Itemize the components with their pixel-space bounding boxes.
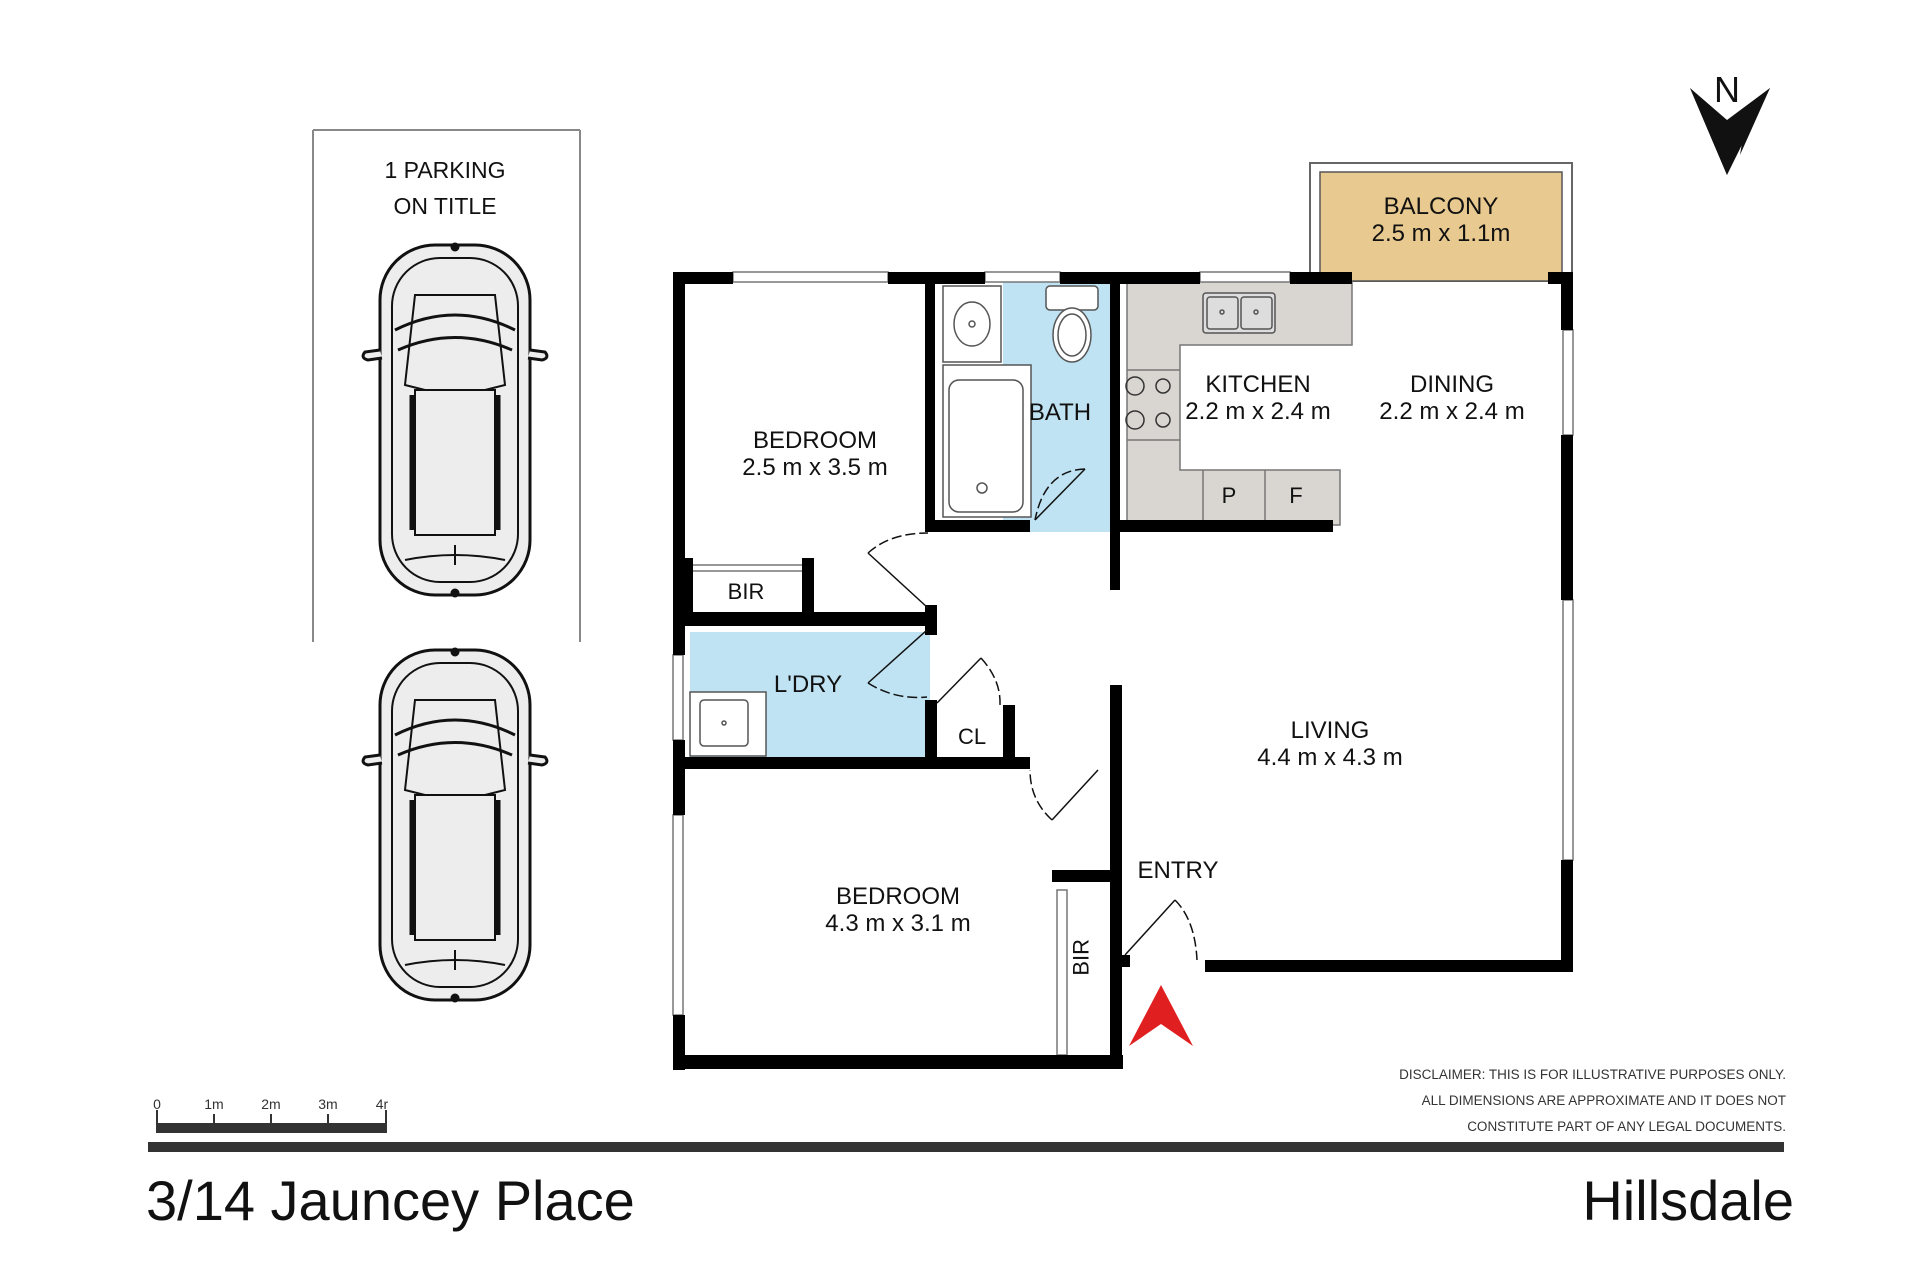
scale-tick-label: 3m (318, 1096, 338, 1112)
car-icon (361, 242, 549, 598)
compass-label: N (1714, 69, 1740, 110)
room-kitchen: KITCHEN 2.2 m x 2.4 m (1185, 371, 1331, 426)
room-living: LIVING 4.4 m x 4.3 m (1257, 717, 1403, 772)
room-laundry: L'DRY (773, 671, 843, 699)
room-name: BEDROOM (835, 883, 961, 910)
label-bir-1: BIR (727, 579, 765, 604)
scale-tick-label: 4r (375, 1096, 389, 1112)
room-bedroom-2: BEDROOM 4.3 m x 3.1 m (825, 883, 971, 938)
laundry-tub-icon (689, 691, 767, 757)
north-arrow-icon (1690, 88, 1770, 175)
cooktop-icon (1125, 376, 1171, 430)
kitchen-sink-icon (1202, 292, 1276, 334)
room-dining: DINING 2.2 m x 2.4 m (1379, 371, 1525, 426)
room-dims: 2.5 m x 1.1m (1371, 219, 1511, 247)
scale-tick-label: 0 (153, 1096, 161, 1112)
footer-rule (148, 1142, 1784, 1152)
scale-bar (156, 1110, 387, 1133)
label-bir-2: BIR (1068, 938, 1094, 976)
room-name: BALCONY (1383, 193, 1499, 220)
room-balcony: BALCONY 2.5 m x 1.1m (1371, 193, 1511, 248)
room-dims: 4.4 m x 4.3 m (1257, 743, 1403, 771)
property-suburb: Hillsdale (1582, 1169, 1794, 1232)
room-name: BATH (1028, 399, 1092, 426)
room-dims: 2.2 m x 2.4 m (1185, 397, 1331, 425)
room-dims: 2.2 m x 2.4 m (1379, 397, 1525, 425)
scale-tick-label: 2m (261, 1096, 281, 1112)
disclaimer-line: ALL DIMENSIONS ARE APPROXIMATE AND IT DO… (1421, 1093, 1786, 1108)
entry-arrow-icon (1129, 985, 1193, 1046)
room-name: ENTRY (1137, 857, 1219, 884)
parking-line1: 1 PARKING (384, 157, 506, 183)
label-cl: CL (957, 724, 987, 749)
walls (673, 272, 1573, 1070)
label-fridge: F (1289, 483, 1303, 508)
room-name: KITCHEN (1205, 371, 1311, 398)
disclaimer: DISCLAIMER: THIS IS FOR ILLUSTRATIVE PUR… (1399, 1062, 1786, 1140)
room-entry: ENTRY (1137, 857, 1219, 885)
scale-tick-label: 1m (204, 1096, 224, 1112)
disclaimer-line: DISCLAIMER: THIS IS FOR ILLUSTRATIVE PUR… (1399, 1067, 1786, 1082)
room-name: BEDROOM (752, 427, 878, 454)
room-name: L'DRY (773, 671, 843, 698)
label-pantry: P (1221, 483, 1237, 508)
room-dims: 2.5 m x 3.5 m (742, 453, 888, 481)
room-bath: BATH (1028, 399, 1092, 427)
property-address: 3/14 Jauncey Place (146, 1169, 635, 1232)
room-name: LIVING (1290, 717, 1370, 744)
room-dims: 4.3 m x 3.1 m (825, 909, 971, 937)
room-bedroom-1: BEDROOM 2.5 m x 3.5 m (742, 427, 888, 482)
parking-label: 1 PARKING ON TITLE (310, 152, 580, 224)
windows (672, 271, 1574, 1056)
parking-line2: ON TITLE (393, 193, 497, 219)
balcony-fill (1319, 171, 1563, 282)
doors (867, 468, 1198, 961)
bath-fixtures (942, 285, 1099, 518)
parking-bay (312, 129, 581, 642)
car-icon (363, 649, 547, 1001)
room-name: DINING (1409, 371, 1494, 398)
disclaimer-line: CONSTITUTE PART OF ANY LEGAL DOCUMENTS. (1467, 1119, 1786, 1134)
